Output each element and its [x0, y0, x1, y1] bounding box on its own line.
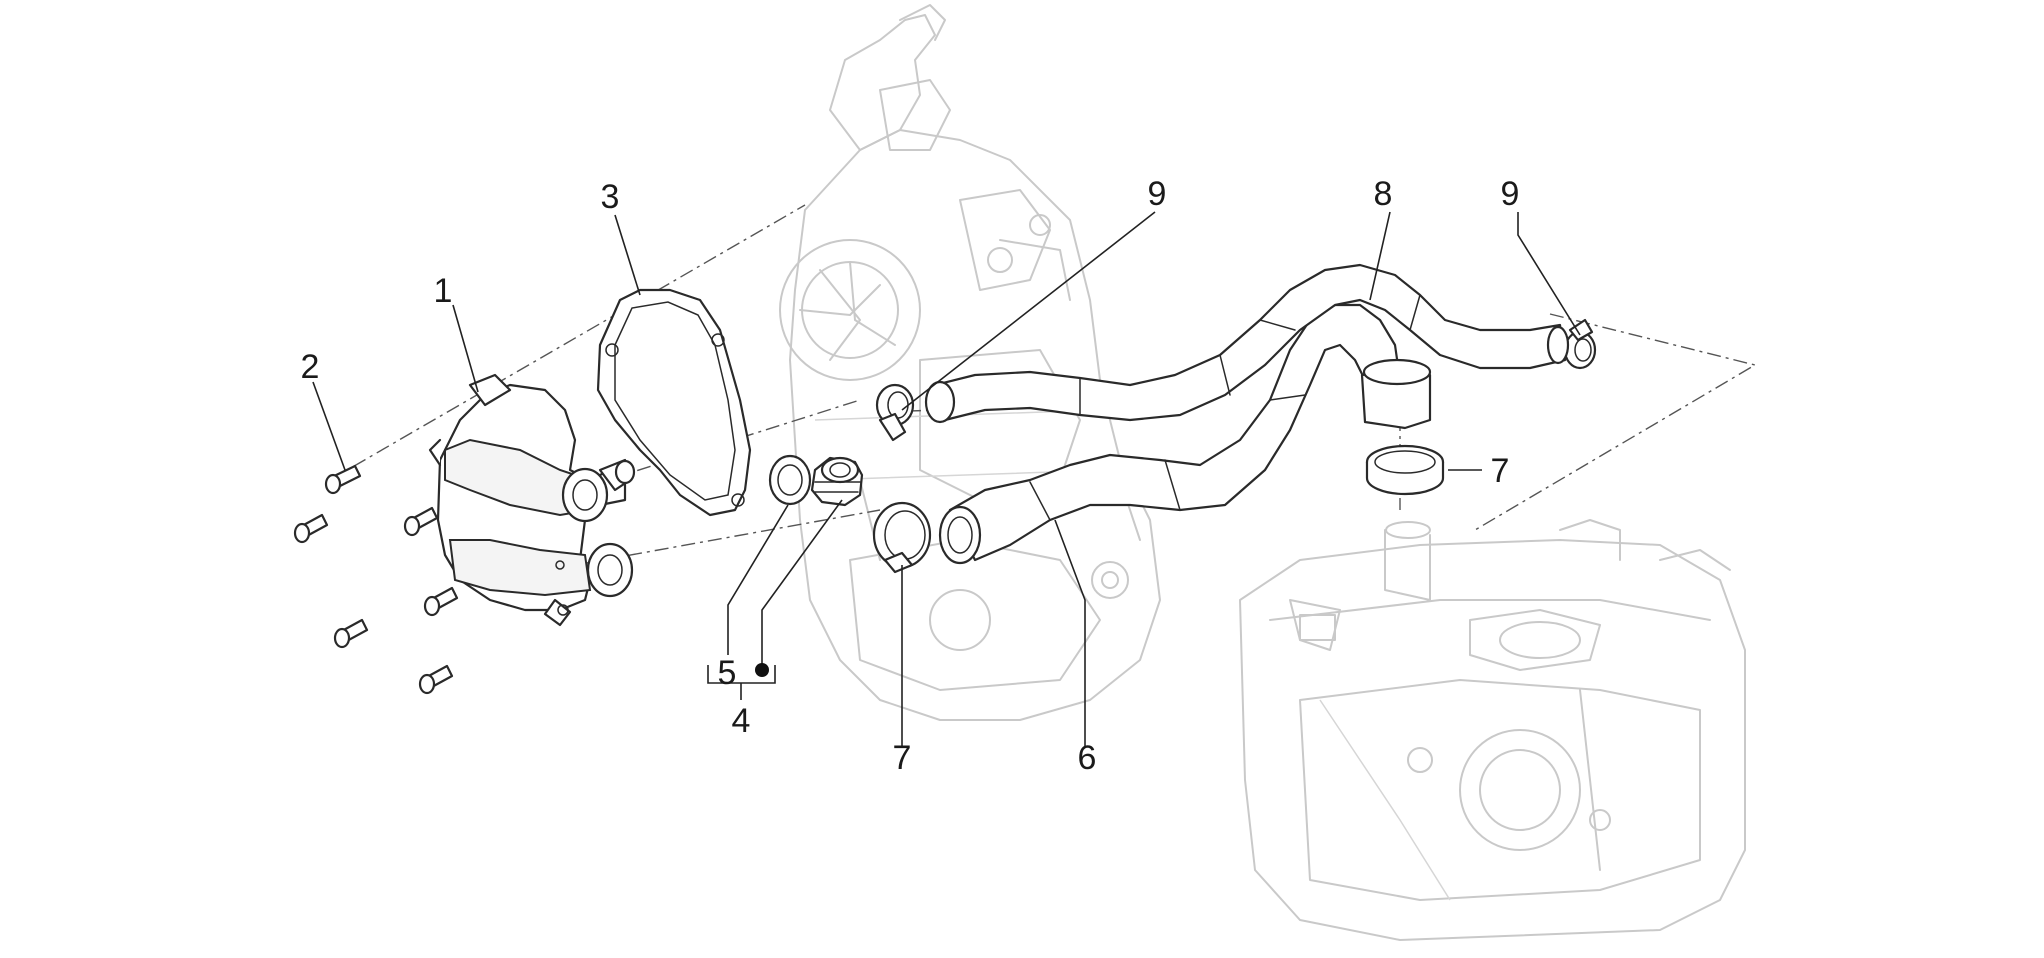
callout-4: 4 [732, 702, 751, 740]
callout-5: 5 [718, 654, 737, 692]
callout-3: 3 [601, 178, 620, 216]
water-pump-cover [428, 373, 636, 627]
callout-8: 8 [1374, 175, 1393, 213]
screw-3 [403, 506, 439, 537]
hose-fitting [810, 456, 864, 507]
callout-7-left: 7 [893, 739, 912, 777]
leader-lines [312, 211, 1581, 748]
screw-set [293, 464, 459, 695]
screw-4 [423, 586, 459, 617]
callout-2: 2 [301, 348, 320, 386]
coolant-hose-lower [938, 303, 1432, 565]
callout-labels: 1 2 3 4 5 6 7 7 8 9 9 [301, 175, 1520, 777]
engine-crankcase-ghost [779, 4, 1161, 721]
screw-2 [293, 513, 329, 544]
callout-7-right: 7 [1491, 452, 1510, 490]
coolant-hose-upper [924, 263, 1570, 424]
hose-clamp-large-left [872, 501, 932, 574]
hose-clamp-small-right [1563, 318, 1597, 370]
callout-9-right: 9 [1501, 175, 1520, 213]
hose-clamp-small-left [875, 383, 915, 442]
sealing-ring [768, 454, 812, 506]
callout-6: 6 [1078, 739, 1097, 777]
gasket [596, 288, 752, 517]
screw-6 [418, 664, 454, 695]
callout-9-left: 9 [1148, 175, 1167, 213]
marker-dot [755, 663, 769, 677]
hose-clamp-large-right [1365, 444, 1445, 496]
screw-1 [324, 464, 362, 495]
cylinder-head-ghost [1239, 519, 1746, 941]
screw-5 [333, 618, 369, 649]
callout-1: 1 [434, 272, 453, 310]
